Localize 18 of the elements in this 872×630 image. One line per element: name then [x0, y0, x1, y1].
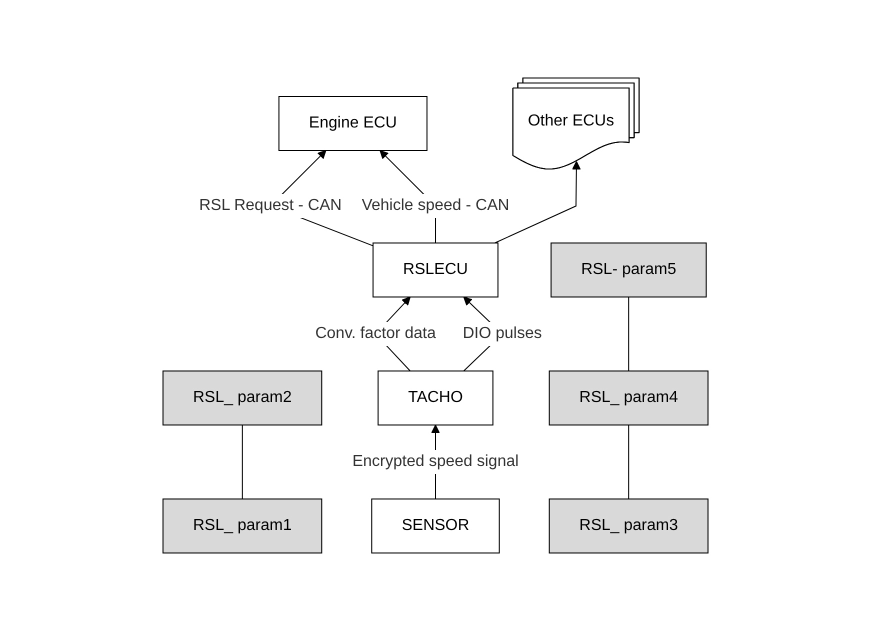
node-box: TACHO [378, 370, 494, 425]
edge-label: RSL Request - CAN [200, 196, 342, 214]
node-box: RSL_ param3 [549, 498, 709, 553]
edge-label: Vehicle speed - CAN [362, 196, 510, 214]
node-box: SENSOR [372, 498, 500, 553]
connector [242, 424, 244, 499]
node-box: RSL- param5 [551, 242, 708, 297]
edge-label: Conv. factor data [316, 324, 436, 342]
node-box: RSL_ param2 [163, 370, 323, 425]
node-box: RSL_ param4 [549, 370, 709, 425]
node-box: Engine ECU [278, 96, 428, 150]
arrow [494, 160, 582, 243]
node-box: RSL_ param1 [163, 498, 323, 553]
edge-label: DIO pulses [463, 324, 542, 342]
connector [628, 296, 630, 371]
connector [628, 424, 630, 499]
node-box: RSLECU [373, 242, 499, 297]
edge-label: Encrypted speed signal [352, 452, 520, 470]
